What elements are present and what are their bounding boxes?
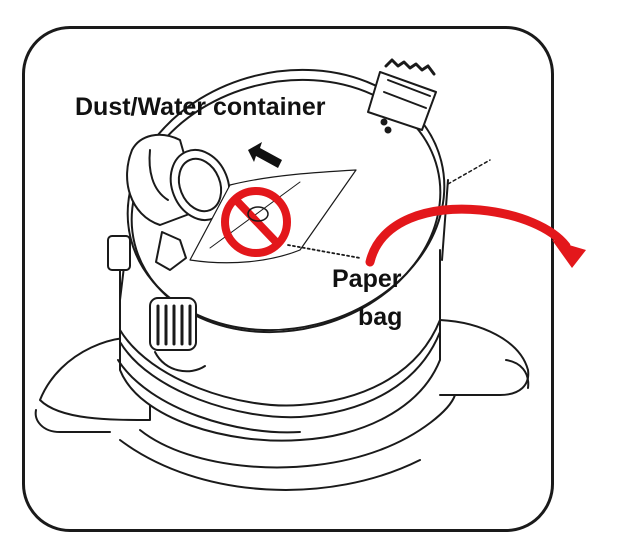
paper-bag-label-line1: Paper	[332, 265, 402, 293]
no-symbol-icon	[221, 187, 291, 257]
base-right	[439, 319, 530, 396]
bag-leader	[287, 244, 361, 259]
latch-right	[367, 71, 437, 131]
paper-bag-label-line2: bag	[358, 303, 403, 331]
arrow-left-icon	[248, 142, 282, 168]
container-label: Dust/Water container	[75, 93, 326, 121]
curved-arrow-icon	[365, 204, 586, 268]
